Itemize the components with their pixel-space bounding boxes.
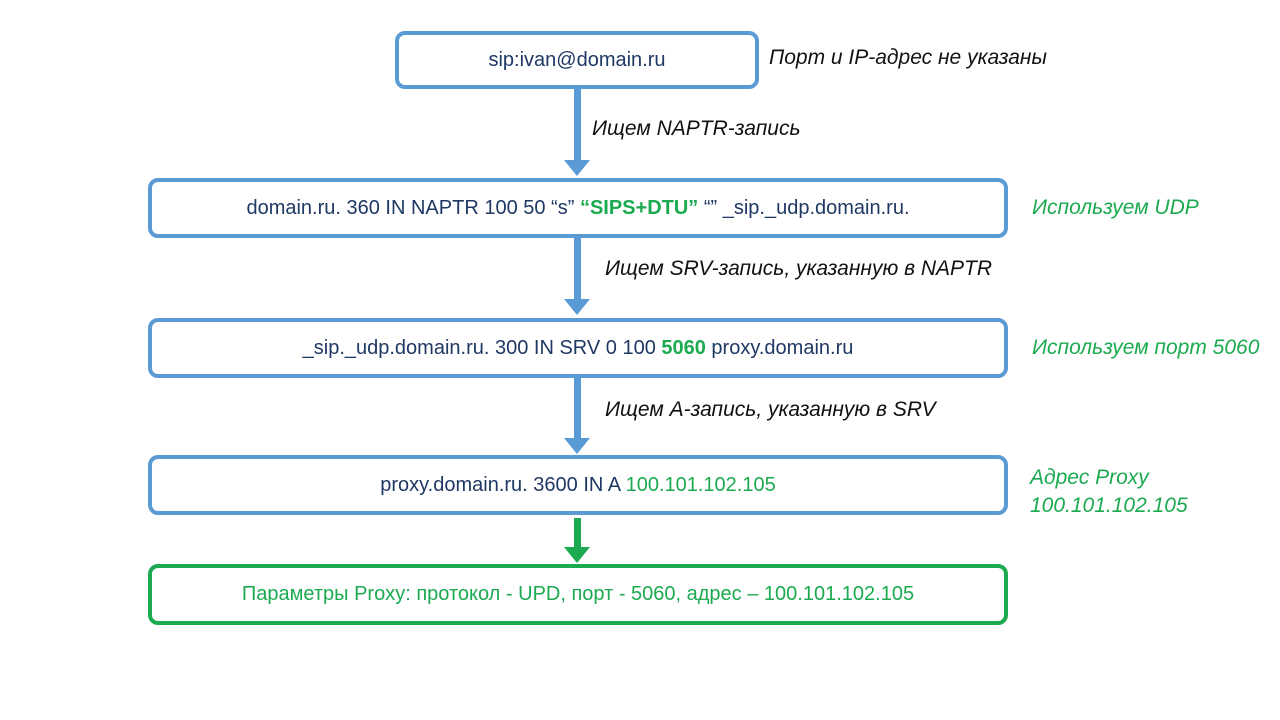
srv-record-post: proxy.domain.ru <box>705 336 854 359</box>
node-sip-uri-text: sip:ivan@domain.ru <box>488 48 666 71</box>
arrow-head <box>564 299 590 315</box>
node-naptr-record: domain.ru. 360 IN NAPTR 100 50 “s” “SIPS… <box>148 178 1008 238</box>
a-record-highlight: 100.101.102.105 <box>625 473 776 496</box>
srv-record-pre: _sip._udp.domain.ru. 300 IN SRV 0 100 <box>302 336 662 359</box>
arrow-head <box>564 547 590 563</box>
annotation-no-port-ip: Порт и IP-адрес не указаны <box>769 46 1047 69</box>
arrow-to-srv <box>564 238 590 315</box>
arrow-stem <box>573 238 581 299</box>
arrow-stem <box>573 378 581 438</box>
label-search-a: Ищем A-запись, указанную в SRV <box>605 398 936 421</box>
arrow-to-a-record <box>564 378 590 454</box>
srv-record-highlight: 5060 <box>661 336 706 359</box>
arrow-head <box>564 438 590 454</box>
node-proxy-params: Параметры Proxy: протокол - UPD, порт - … <box>148 564 1008 625</box>
proxy-params-text: Параметры Proxy: протокол - UPD, порт - … <box>241 583 915 605</box>
naptr-record-highlight: “SIPS+DTU” <box>579 196 699 219</box>
node-sip-uri: sip:ivan@domain.ru <box>395 31 759 89</box>
annotation-use-udp: Используем UDP <box>1032 196 1199 219</box>
arrow-to-naptr <box>564 89 590 176</box>
annotation-proxy-address: Адрес Proxy 100.101.102.105 <box>1030 466 1188 517</box>
node-srv-record: _sip._udp.domain.ru. 300 IN SRV 0 100 50… <box>148 318 1008 378</box>
arrow-head <box>564 160 590 176</box>
naptr-record-pre: domain.ru. 360 IN NAPTR 100 50 “s” <box>246 196 580 219</box>
label-search-srv: Ищем SRV-запись, указанную в NAPTR <box>605 257 993 280</box>
a-record-pre: proxy.domain.ru. 3600 IN A <box>380 473 626 496</box>
arrow-stem <box>573 89 581 160</box>
arrow-stem <box>573 518 581 547</box>
naptr-record-post: “” _sip._udp.domain.ru. <box>698 196 910 219</box>
annotation-use-port: Используем порт 5060 <box>1032 336 1260 359</box>
arrow-to-proxy-params <box>564 518 590 563</box>
label-search-naptr: Ищем NAPTR-запись <box>592 117 801 140</box>
node-a-record: proxy.domain.ru. 3600 IN A 100.101.102.1… <box>148 455 1008 515</box>
